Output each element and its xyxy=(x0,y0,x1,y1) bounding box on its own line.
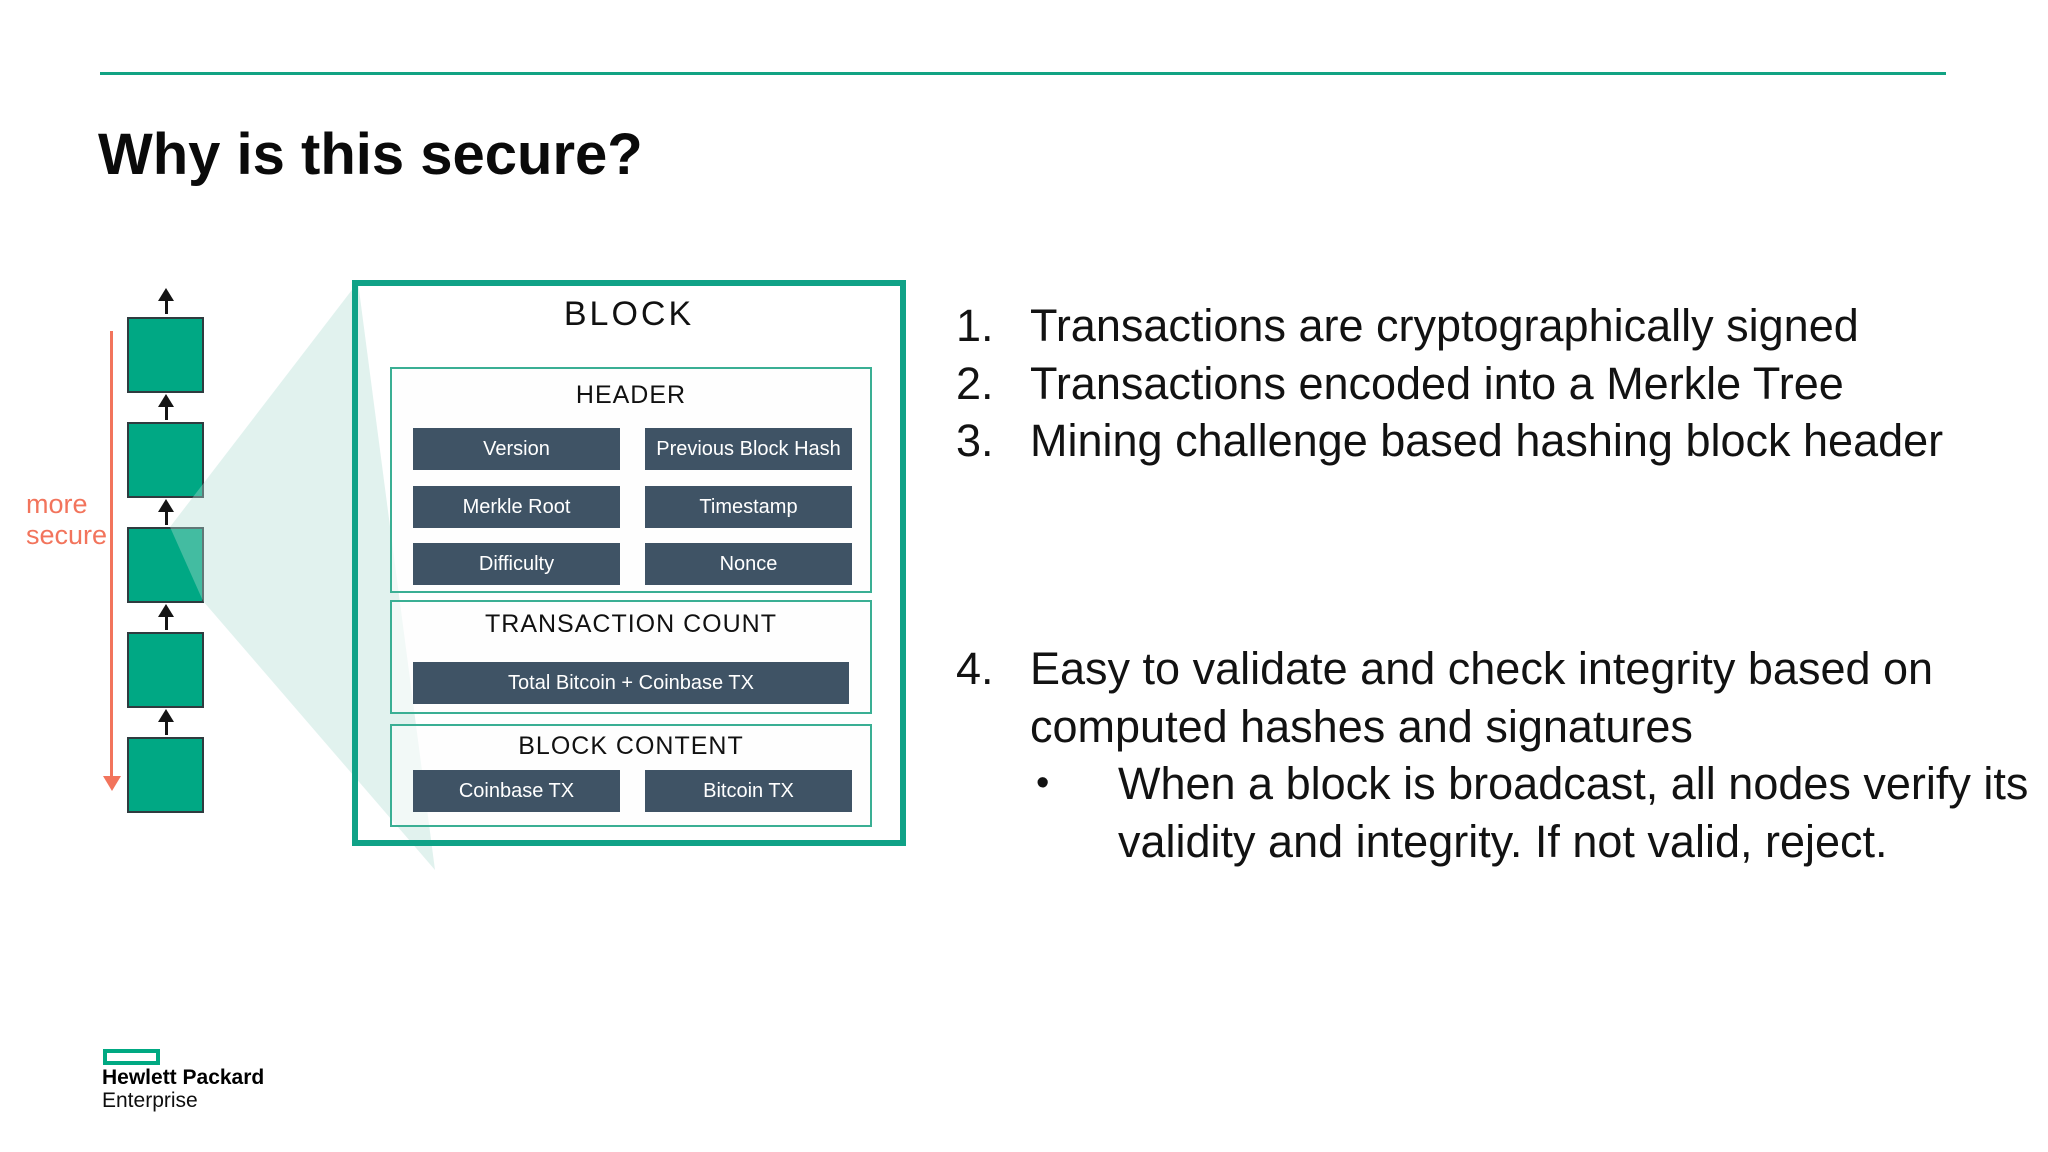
list-item: 3. Mining challenge based hashing block … xyxy=(956,412,2026,470)
field-coinbase-tx: Coinbase TX xyxy=(413,770,620,812)
block-content-title: BLOCK CONTENT xyxy=(518,732,744,760)
chain-block xyxy=(127,422,204,498)
block-detail-box: BLOCK HEADER Version Previous Block Hash… xyxy=(352,280,906,846)
list-item: 2. Transactions encoded into a Merkle Tr… xyxy=(956,355,2026,413)
list-item-number: 4. xyxy=(956,643,994,694)
brand-line-1: Hewlett Packard xyxy=(102,1066,265,1089)
list-item-main: 4. Easy to validate and check integrity … xyxy=(956,640,2040,755)
list-item-text: Easy to validate and check integrity bas… xyxy=(1030,643,1934,752)
bullet-marker-icon: • xyxy=(1036,762,1050,804)
list-item: 1. Transactions are cryptographically si… xyxy=(956,297,2026,355)
chain-block xyxy=(127,527,204,603)
chain-arrow-up-icon xyxy=(158,604,174,630)
list-item-text: Transactions are cryptographically signe… xyxy=(1030,300,1859,351)
chain-block xyxy=(127,737,204,813)
transaction-count-section: TRANSACTION COUNT Total Bitcoin + Coinba… xyxy=(390,600,872,714)
field-version: Version xyxy=(413,428,620,470)
field-merkle-root: Merkle Root xyxy=(413,486,620,528)
header-section: HEADER Version Previous Block Hash Merkl… xyxy=(390,367,872,593)
list-item-text: Mining challenge based hashing block hea… xyxy=(1030,415,1944,466)
header-section-title: HEADER xyxy=(575,381,687,409)
field-total-bitcoin-coinbase-tx: Total Bitcoin + Coinbase TX xyxy=(413,662,849,704)
list-item-number: 1. xyxy=(956,300,994,351)
chain-arrow-up-icon xyxy=(158,499,174,525)
field-timestamp: Timestamp xyxy=(645,486,852,528)
block-title: BLOCK xyxy=(563,295,695,333)
field-nonce: Nonce xyxy=(645,543,852,585)
brand-line-2: Enterprise xyxy=(102,1089,198,1112)
sub-bullet-text: When a block is broadcast, all nodes ver… xyxy=(1118,758,2029,867)
chain-block xyxy=(127,632,204,708)
sub-bullet-item: • When a block is broadcast, all nodes v… xyxy=(1030,755,2040,870)
chain-block xyxy=(127,317,204,393)
points-list: 1. Transactions are cryptographically si… xyxy=(956,297,2026,470)
transaction-count-title: TRANSACTION COUNT xyxy=(485,610,777,638)
block-content-section: BLOCK CONTENT Coinbase TX Bitcoin TX xyxy=(390,724,872,827)
chain-arrow-up-icon xyxy=(158,394,174,420)
field-difficulty: Difficulty xyxy=(413,543,620,585)
list-item-number: 2. xyxy=(956,357,994,409)
top-accent-rule xyxy=(100,72,1946,75)
more-secure-arrow-icon xyxy=(102,331,121,791)
field-previous-block-hash: Previous Block Hash xyxy=(645,428,852,470)
list-item-text: Transactions encoded into a Merkle Tree xyxy=(1030,357,1844,409)
page-title: Why is this secure? xyxy=(98,121,643,187)
list-item: 4. Easy to validate and check integrity … xyxy=(956,640,2040,870)
hpe-logo-mark-icon xyxy=(103,1049,160,1065)
chain-arrow-up-icon xyxy=(158,288,174,314)
more-secure-label: more secure xyxy=(26,489,108,550)
list-item-number: 3. xyxy=(956,415,994,466)
field-bitcoin-tx: Bitcoin TX xyxy=(645,770,852,812)
chain-arrow-up-icon xyxy=(158,709,174,735)
